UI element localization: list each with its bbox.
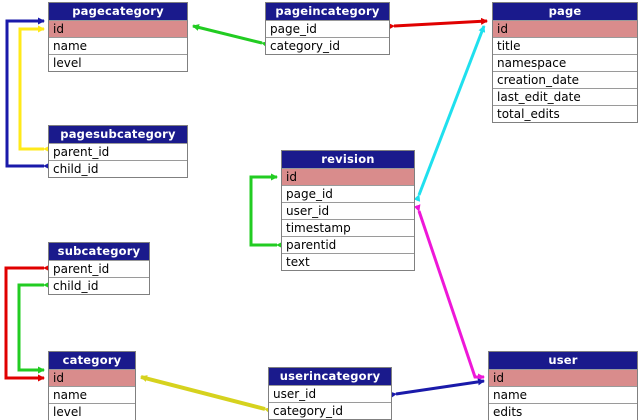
field-revision-timestamp[interactable]: timestamp <box>282 219 414 236</box>
edge-pagesubcategory-parent-id-to-pagecategory-id <box>18 25 50 153</box>
field-category-level[interactable]: level <box>49 403 135 420</box>
field-pagesubcategory-parent_id[interactable]: parent_id <box>49 143 187 160</box>
field-pagecategory-level[interactable]: level <box>49 54 187 71</box>
entity-title-pagecategory: pagecategory <box>49 3 187 20</box>
edge-revision-user-id-to-user-id <box>413 204 485 381</box>
primary-key-field-category-id[interactable]: id <box>49 369 135 386</box>
field-subcategory-child_id[interactable]: child_id <box>49 277 149 294</box>
field-page-last_edit_date[interactable]: last_edit_date <box>493 88 637 105</box>
field-user-name[interactable]: name <box>489 386 637 403</box>
field-user-edits[interactable]: edits <box>489 403 637 420</box>
edge-pageincategory-category-id-to-pagecategory-id <box>192 24 269 48</box>
field-pageincategory-page_id[interactable]: page_id <box>266 20 389 37</box>
field-revision-user_id[interactable]: user_id <box>282 202 414 219</box>
field-revision-parentid[interactable]: parentid <box>282 236 414 253</box>
primary-key-field-page-id[interactable]: id <box>493 20 637 37</box>
field-category-name[interactable]: name <box>49 386 135 403</box>
entity-title-userincategory: userincategory <box>269 368 391 385</box>
field-page-title[interactable]: title <box>493 37 637 54</box>
edge-pageincategory-page-id-to-page-id <box>387 17 488 30</box>
field-page-namespace[interactable]: namespace <box>493 54 637 71</box>
entity-title-pagesubcategory: pagesubcategory <box>49 126 187 143</box>
field-revision-page_id[interactable]: page_id <box>282 185 414 202</box>
primary-key-field-user-id[interactable]: id <box>489 369 637 386</box>
entity-title-revision: revision <box>282 151 414 168</box>
edge-userincategory-user-id-to-user-id <box>389 378 485 399</box>
edge-subcategory-parent-id-to-category-id <box>4 264 50 382</box>
primary-key-field-pagecategory-id[interactable]: id <box>49 20 187 37</box>
field-pageincategory-category_id[interactable]: category_id <box>266 37 389 54</box>
field-subcategory-parent_id[interactable]: parent_id <box>49 260 149 277</box>
field-pagecategory-name[interactable]: name <box>49 37 187 54</box>
entity-title-page: page <box>493 3 637 20</box>
field-page-total_edits[interactable]: total_edits <box>493 105 637 122</box>
entity-title-pageincategory: pageincategory <box>266 3 389 20</box>
edge-revision-parentid-to-revision-id <box>249 173 283 249</box>
edge-userincategory-category-id-to-category-id <box>140 375 272 414</box>
field-revision-text[interactable]: text <box>282 253 414 270</box>
edge-subcategory-child-id-to-category-id <box>17 281 50 374</box>
entity-title-category: category <box>49 352 135 369</box>
field-pagesubcategory-child_id[interactable]: child_id <box>49 160 187 177</box>
field-userincategory-category_id[interactable]: category_id <box>269 402 391 419</box>
primary-key-field-revision-id[interactable]: id <box>282 168 414 185</box>
edge-pagesubcategory-child-id-to-pagecategory-id <box>5 17 50 170</box>
entity-title-subcategory: subcategory <box>49 243 149 260</box>
edge-revision-page-id-to-page-id <box>413 25 486 202</box>
entity-title-user: user <box>489 352 637 369</box>
field-page-creation_date[interactable]: creation_date <box>493 71 637 88</box>
field-userincategory-user_id[interactable]: user_id <box>269 385 391 402</box>
